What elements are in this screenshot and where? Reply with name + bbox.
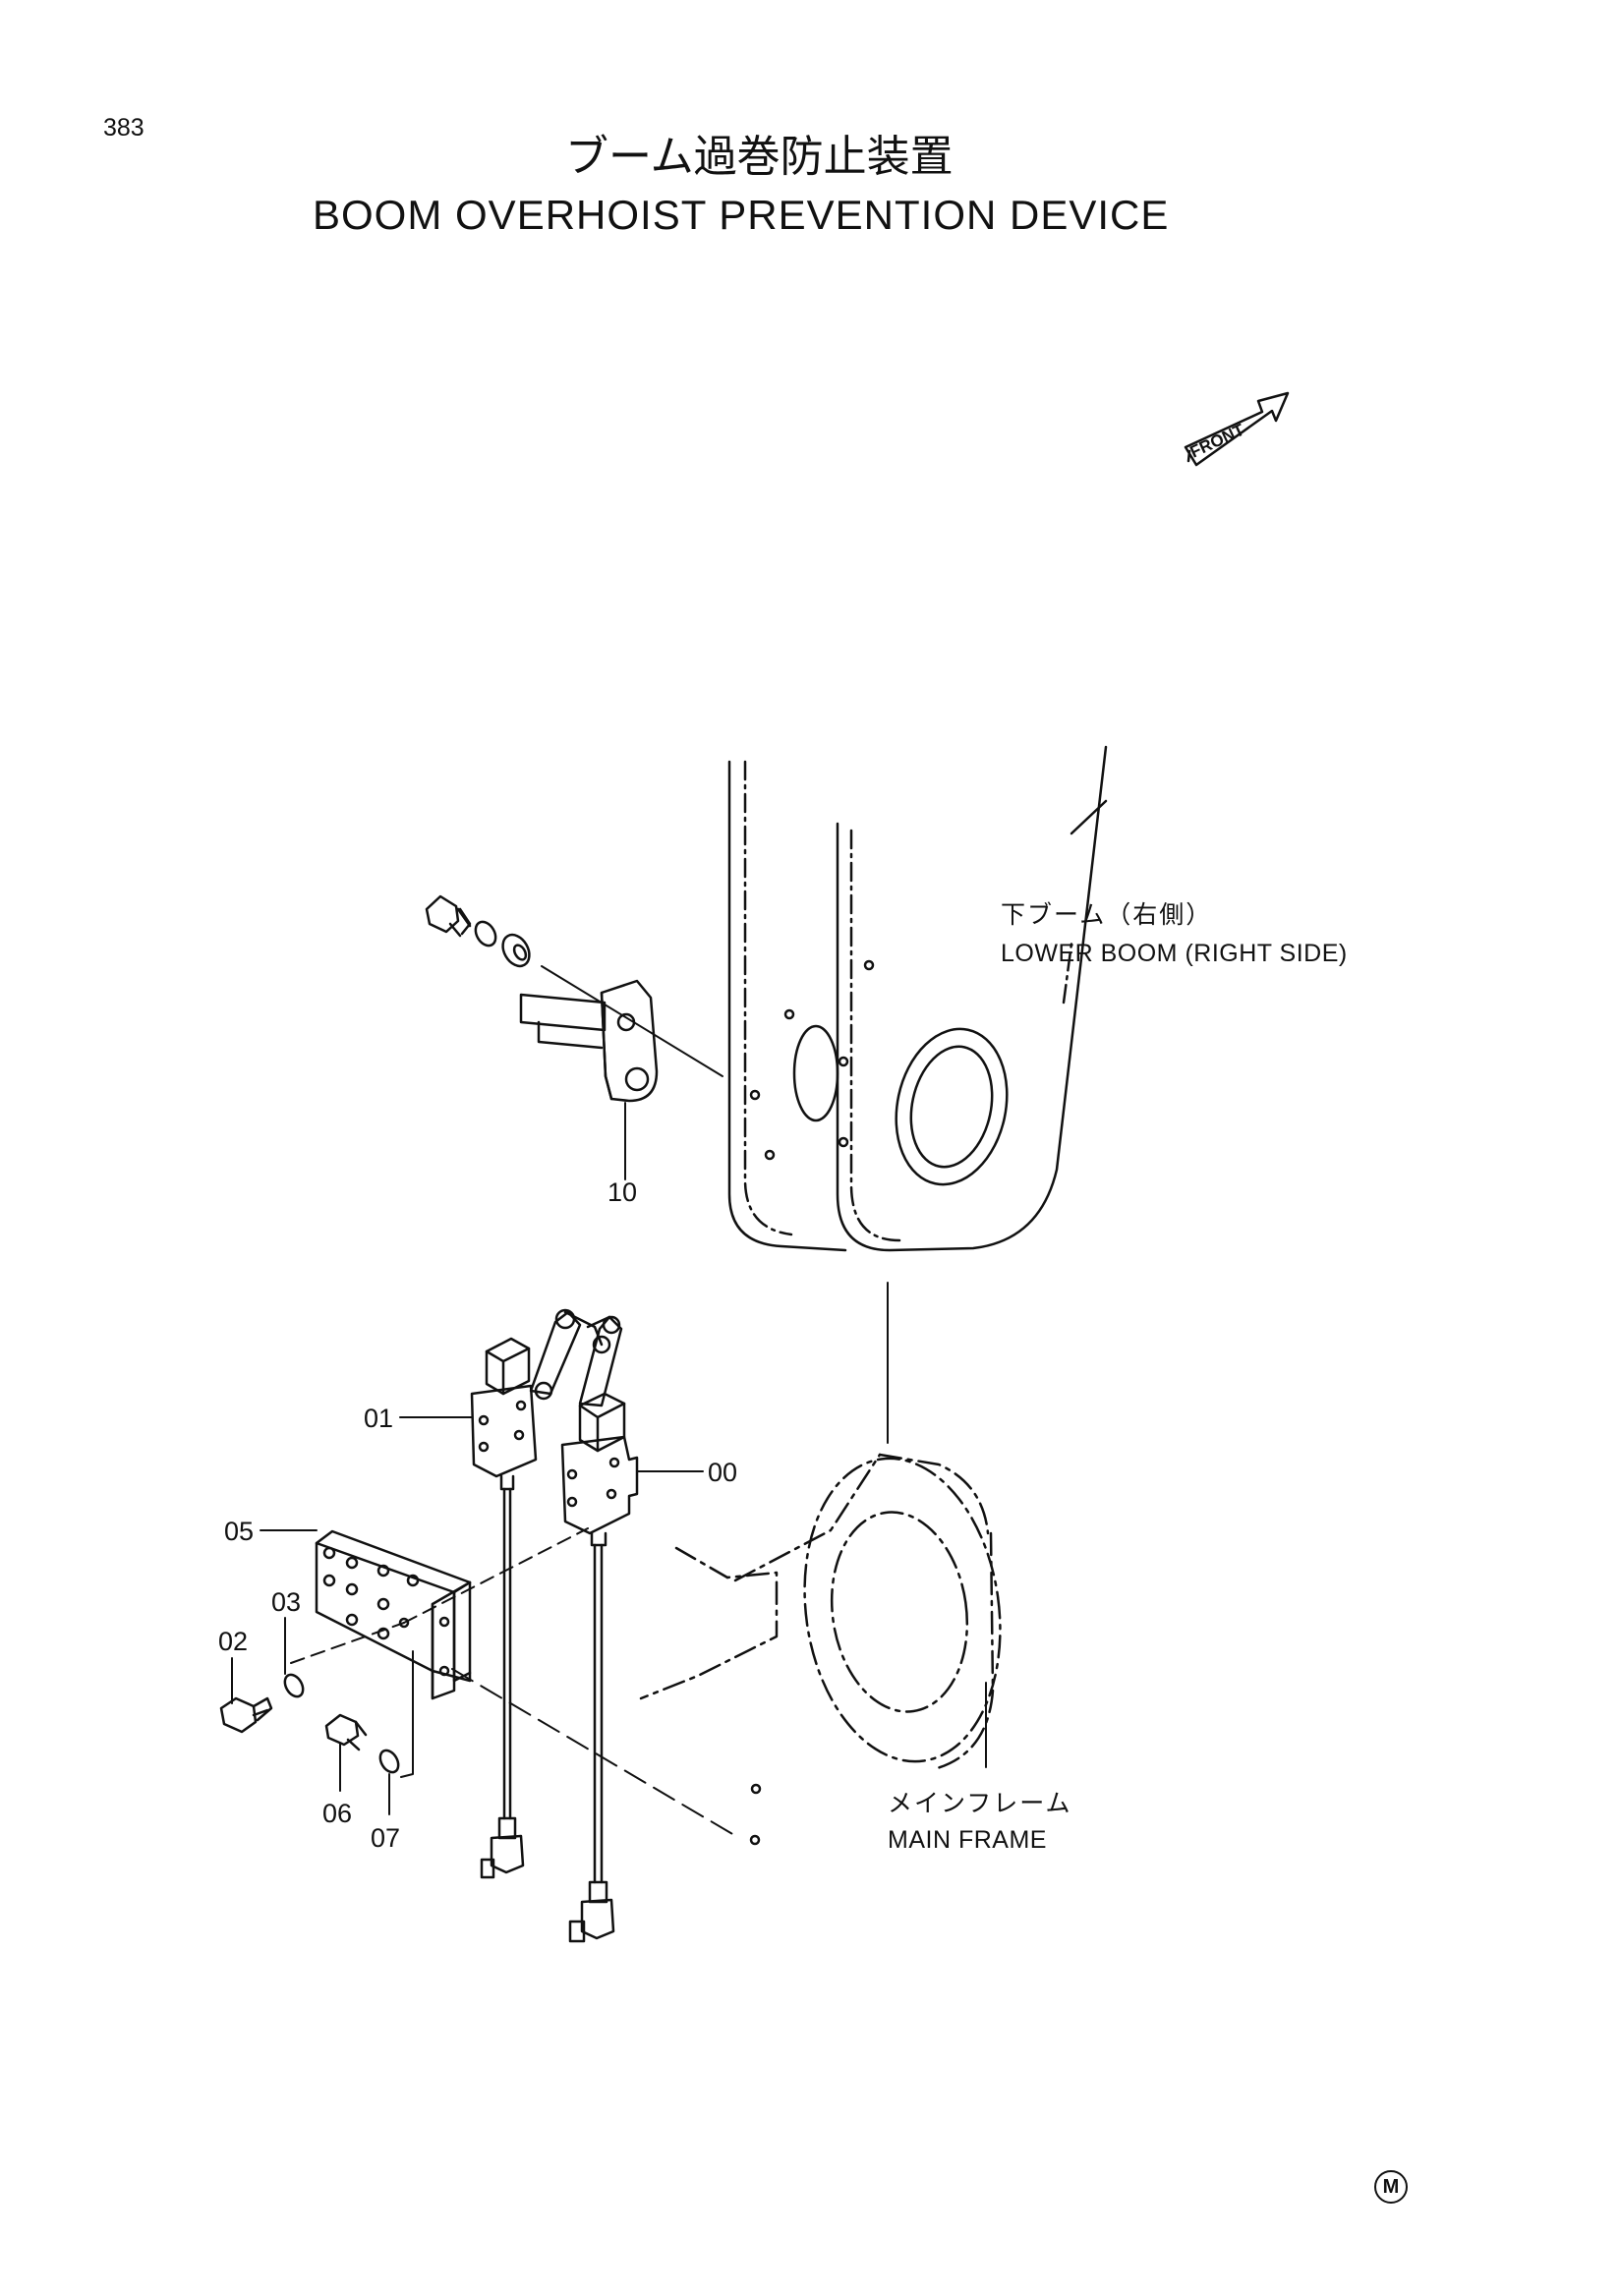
main-frame-label-jp: メインフレーム [888, 1789, 1072, 1817]
lower-boom-drawing [727, 745, 1108, 1252]
lower-boom-label-en: LOWER BOOM (RIGHT SIDE) [1001, 940, 1348, 967]
page-number: 383 [103, 114, 145, 142]
callout-06: 06 [322, 1799, 353, 1828]
bracket-part-05 [290, 1527, 740, 1839]
sensor-part-01 [470, 1308, 611, 1879]
lever-part-10 [425, 894, 723, 1180]
main-frame-label-en: MAIN FRAME [888, 1826, 1047, 1854]
page-title-en: BOOM OVERHOIST PREVENTION DEVICE [313, 192, 1170, 238]
callout-05: 05 [224, 1517, 255, 1546]
callout-02: 02 [218, 1627, 249, 1656]
sensor-part-00 [560, 1315, 639, 1943]
bolt-part-02 [219, 1673, 305, 1734]
front-arrow-icon: FRONT [1184, 391, 1290, 467]
lower-boom-label-jp: 下ブーム（右側） [1001, 900, 1213, 929]
callout-00: 00 [708, 1458, 738, 1487]
page-title-jp: ブーム過巻防止装置 [565, 132, 954, 182]
callout-10: 10 [608, 1177, 638, 1207]
front-label: FRONT [1187, 420, 1248, 461]
corner-mark: M [1374, 2170, 1408, 2204]
callout-03: 03 [271, 1587, 302, 1617]
bolt-part-06 [324, 1713, 400, 1774]
callout-07: 07 [371, 1823, 401, 1853]
callout-01: 01 [364, 1404, 394, 1433]
main-frame-drawing [639, 1453, 1002, 1771]
